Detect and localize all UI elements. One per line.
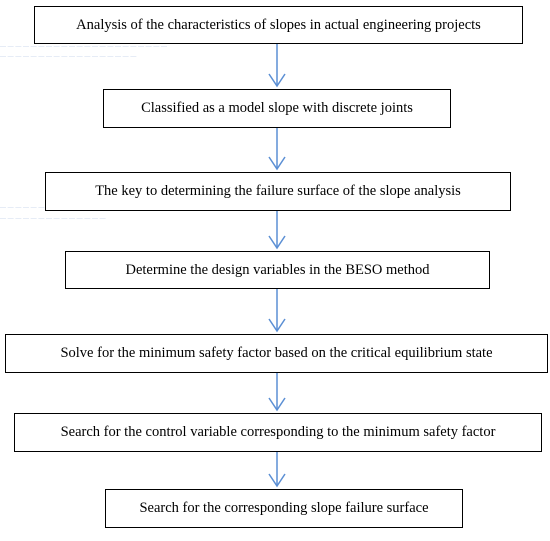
flowchart-step-3: The key to determining the failure surfa… xyxy=(45,172,511,211)
flowchart-step-6: Search for the control variable correspo… xyxy=(14,413,542,452)
step-4-label: Determine the design variables in the BE… xyxy=(125,261,430,278)
flowchart-step-4: Determine the design variables in the BE… xyxy=(65,251,490,289)
flowchart-step-7: Search for the corresponding slope failu… xyxy=(105,489,463,528)
arrow-1 xyxy=(268,44,286,88)
ghost-artifact-2: — — — — — — — — — — — — — — — — — — xyxy=(0,54,137,60)
ghost-artifact-4: — — — — — — — — — — — — — — xyxy=(0,216,106,222)
step-6-label: Search for the control variable correspo… xyxy=(60,424,496,440)
flowchart-step-5: Solve for the minimum safety factor base… xyxy=(5,334,548,373)
step-7-label: Search for the corresponding slope failu… xyxy=(139,500,429,516)
arrow-6 xyxy=(268,452,286,488)
step-2-label: Classified as a model slope with discret… xyxy=(141,100,413,116)
flowchart-step-1: Analysis of the characteristics of slope… xyxy=(34,6,523,44)
step-5-label: Solve for the minimum safety factor base… xyxy=(60,345,493,361)
arrow-4 xyxy=(268,289,286,333)
step-3-label: The key to determining the failure surfa… xyxy=(95,183,461,199)
step-1-label: Analysis of the characteristics of slope… xyxy=(76,16,481,33)
arrow-3 xyxy=(268,211,286,250)
arrow-2 xyxy=(268,128,286,171)
ghost-artifact-1: — — — — — — — — — — — — — — — — — — — — … xyxy=(0,44,168,50)
flowchart-step-2: Classified as a model slope with discret… xyxy=(103,89,451,128)
arrow-5 xyxy=(268,373,286,412)
